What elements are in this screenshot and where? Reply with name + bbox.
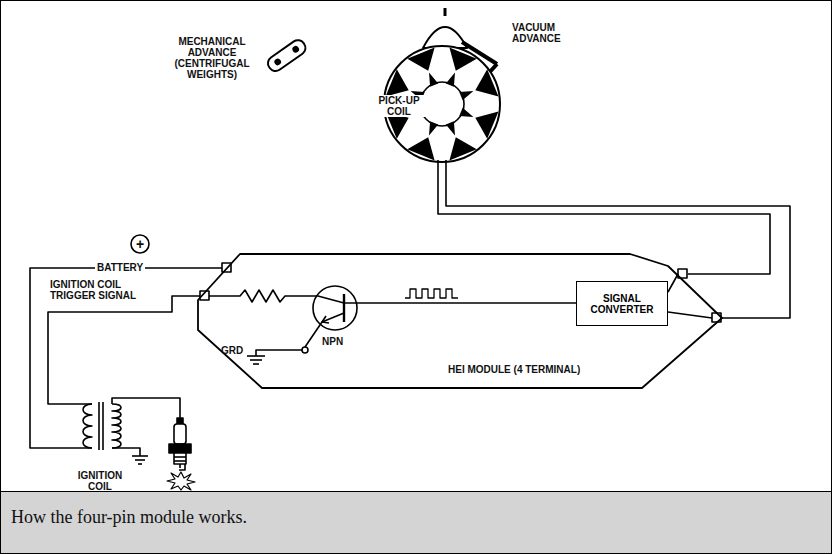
caption: How the four-pin module works.: [11, 507, 247, 528]
terminal-name: BATTERY: [95, 262, 145, 273]
caption-band: How the four-pin module works.: [0, 491, 832, 554]
terminal-name: IGNITION COIL TRIGGER SIGNAL: [50, 279, 162, 301]
converter-box: SIGNAL CONVERTER: [576, 281, 668, 326]
box-label: SIGNAL CONVERTER: [582, 293, 662, 315]
module-name: HEI MODULE (4 TERMINAL): [448, 364, 580, 375]
module-housing: HEI MODULE (4 TERMINAL) SIGNAL CONVERTER: [196, 240, 724, 390]
part-name: PICK-UP COIL: [372, 95, 426, 117]
ground-label: GRD: [221, 345, 243, 356]
part-name: VACUUM ADVANCE: [512, 22, 584, 44]
part-name: MECHANICAL ADVANCE (CENTRIFUGAL WEIGHTS): [168, 36, 256, 80]
transistor-type: NPN: [322, 336, 343, 347]
part-name: IGNITION COIL: [68, 470, 132, 492]
battery-plus: +: [131, 235, 149, 253]
